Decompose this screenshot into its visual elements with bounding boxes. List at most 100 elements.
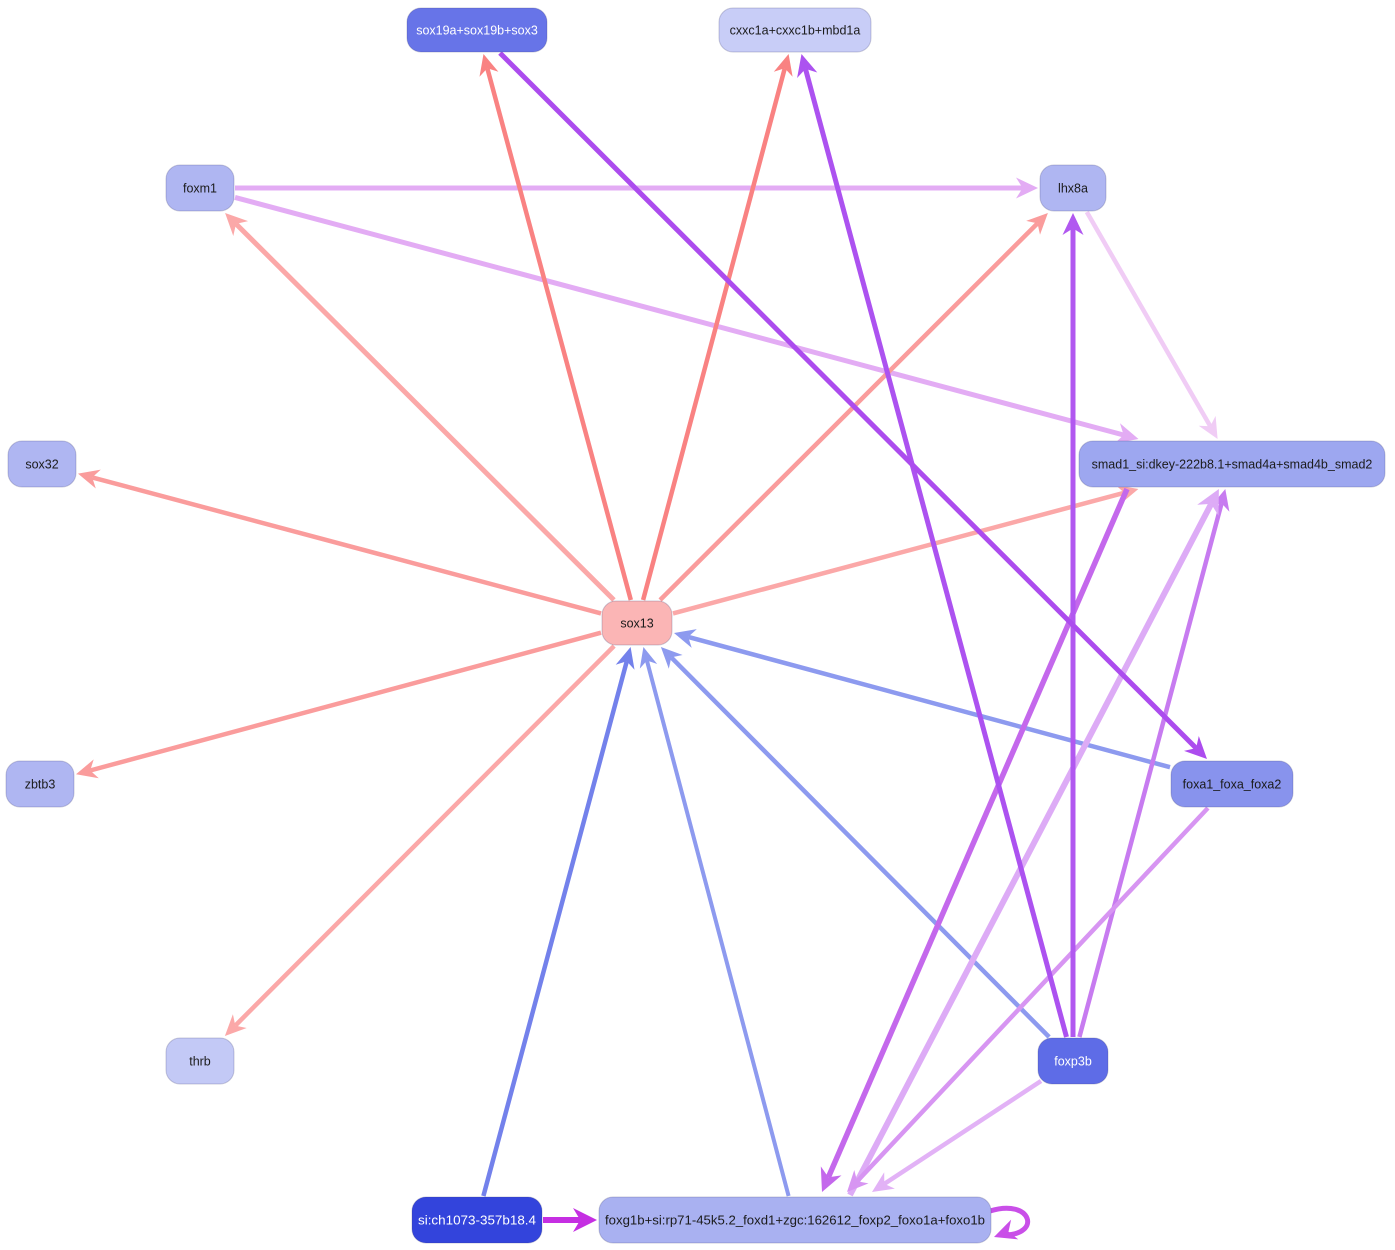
- edge-line: [825, 487, 1130, 1179]
- arrowhead: [615, 647, 635, 670]
- edge-lhx8a-to-smad1[interactable]: [1084, 210, 1218, 439]
- edges-layer: [76, 51, 1230, 1240]
- arrowhead: [573, 1208, 597, 1232]
- node-label-smad1: smad1_si:dkey-222b8.1+smad4a+smad4b_smad…: [1092, 458, 1373, 472]
- edge-foxp3b-to-foxg1b[interactable]: [872, 1079, 1043, 1192]
- node-thrb[interactable]: thrb: [165, 1037, 235, 1085]
- node-foxa1[interactable]: foxa1_foxa_foxa2: [1170, 760, 1294, 808]
- arrowhead: [660, 647, 683, 669]
- edge-foxg1b-to-foxg1b[interactable]: [987, 1205, 1031, 1240]
- edge-sox13-to-sox19a[interactable]: [479, 54, 633, 601]
- edge-line: [672, 490, 1125, 616]
- edge-line: [233, 644, 616, 1028]
- edge-line: [658, 221, 1040, 602]
- arrowhead: [78, 469, 101, 489]
- node-label-sox32: sox32: [25, 458, 58, 472]
- node-label-foxm1: foxm1: [183, 182, 217, 196]
- edge-sox13-to-sox32[interactable]: [78, 469, 602, 616]
- node-shape-foxa1: [1170, 760, 1294, 808]
- node-sox19a[interactable]: sox19a+sox19b+sox3: [406, 7, 548, 53]
- node-sox13[interactable]: sox13: [601, 600, 673, 646]
- arrowhead: [847, 1170, 869, 1192]
- nodes-layer: sox19a+sox19b+sox3 cxxc1a+cxxc1b+mbd1a fox…: [5, 7, 1386, 1244]
- edge-line: [644, 659, 791, 1197]
- edge-line: [485, 67, 633, 601]
- node-lhx8a[interactable]: lhx8a: [1039, 164, 1107, 212]
- node-shape-sox32: [7, 440, 77, 488]
- node-sox32[interactable]: sox32: [7, 440, 77, 488]
- edge-sox13-to-lhx8a[interactable]: [658, 213, 1048, 602]
- edge-line: [687, 634, 1171, 770]
- node-label-foxa1: foxa1_foxa_foxa2: [1183, 778, 1282, 792]
- edge-sox13-to-cxxc1a[interactable]: [640, 54, 793, 601]
- edge-sox19a-to-foxa1[interactable]: [498, 51, 1207, 759]
- node-label-sich1073: si:ch1073-357b18.4: [418, 1214, 536, 1228]
- edge-sox13-to-zbtb3[interactable]: [76, 630, 602, 779]
- arrowhead: [1198, 415, 1218, 439]
- edge-line: [1077, 502, 1224, 1038]
- edge-line: [1084, 210, 1213, 428]
- node-label-lhx8a: lhx8a: [1058, 182, 1088, 196]
- arrowhead: [820, 1166, 842, 1192]
- node-shape-smad1: [1078, 440, 1386, 488]
- node-shape-sox13: [601, 600, 673, 646]
- node-label-cxxc1a: cxxc1a+cxxc1b+mbd1a: [730, 24, 861, 38]
- edge-sox13-to-smad1[interactable]: [672, 485, 1139, 616]
- edge-foxg1b-to-smad1[interactable]: [847, 489, 1219, 1197]
- node-shape-thrb: [165, 1037, 235, 1085]
- arrowhead: [994, 1219, 1019, 1240]
- arrowhead: [1026, 213, 1048, 235]
- edge-smad1-to-foxg1b[interactable]: [820, 487, 1130, 1192]
- edge-line: [91, 475, 602, 616]
- node-foxg1b[interactable]: foxg1b+si:rp71-45k5.2_foxd1+zgc:162612_f…: [598, 1196, 992, 1244]
- arrowhead: [773, 54, 793, 77]
- edge-foxa1-to-foxg1b[interactable]: [847, 806, 1210, 1192]
- edge-foxg1b-to-sox13[interactable]: [639, 647, 791, 1197]
- edge-line: [847, 502, 1214, 1197]
- arrowhead: [1210, 489, 1230, 512]
- arrowhead: [674, 629, 697, 648]
- edge-sich1073-to-sox13[interactable]: [481, 647, 635, 1197]
- arrowhead: [225, 213, 249, 236]
- edge-line: [640, 67, 787, 601]
- edge-sox13-to-foxm1[interactable]: [225, 213, 616, 602]
- arrowhead: [1114, 423, 1139, 444]
- arrowhead: [1184, 736, 1207, 759]
- node-shape-lhx8a: [1039, 164, 1107, 212]
- arrowhead: [639, 647, 658, 669]
- edge-foxp3b-to-sox13[interactable]: [660, 647, 1051, 1039]
- edge-foxm1-to-smad1[interactable]: [234, 194, 1139, 444]
- edge-foxp3b-to-lhx8a[interactable]: [1062, 213, 1084, 1037]
- arrowhead: [1062, 213, 1084, 235]
- node-shape-sich1073: [411, 1196, 543, 1244]
- edge-foxp3b-to-smad1[interactable]: [1077, 489, 1230, 1038]
- edge-line: [883, 1079, 1043, 1186]
- node-zbtb3[interactable]: zbtb3: [5, 760, 75, 808]
- node-shape-foxm1: [165, 164, 235, 212]
- node-foxp3b[interactable]: foxp3b: [1037, 1037, 1109, 1085]
- arrowhead: [1016, 177, 1038, 199]
- arrowhead: [479, 54, 499, 77]
- edge-sox13-to-thrb[interactable]: [224, 644, 616, 1036]
- node-shape-foxg1b: [598, 1196, 992, 1244]
- node-sich1073[interactable]: si:ch1073-357b18.4: [411, 1196, 543, 1244]
- arrowhead: [1197, 489, 1219, 516]
- node-shape-zbtb3: [5, 760, 75, 808]
- node-label-foxp3b: foxp3b: [1054, 1055, 1092, 1069]
- node-cxxc1a[interactable]: cxxc1a+cxxc1b+mbd1a: [718, 7, 872, 53]
- edge-sich1073-to-foxg1b[interactable]: [543, 1208, 597, 1232]
- node-smad1[interactable]: smad1_si:dkey-222b8.1+smad4a+smad4b_smad…: [1078, 440, 1386, 488]
- edge-line: [481, 660, 629, 1197]
- edge-line: [89, 630, 602, 773]
- edge-foxm1-to-lhx8a[interactable]: [235, 177, 1038, 199]
- arrowhead: [224, 1014, 247, 1036]
- node-label-thrb: thrb: [189, 1055, 211, 1069]
- edge-foxp3b-to-cxxc1a[interactable]: [797, 54, 1069, 1038]
- node-label-sox13: sox13: [620, 617, 653, 631]
- edge-line: [234, 222, 616, 602]
- node-foxm1[interactable]: foxm1: [165, 164, 235, 212]
- edge-line: [855, 806, 1210, 1183]
- node-shape-cxxc1a: [718, 7, 872, 53]
- self-loop-path: [987, 1205, 1031, 1238]
- edge-foxa1-to-sox13[interactable]: [674, 629, 1171, 770]
